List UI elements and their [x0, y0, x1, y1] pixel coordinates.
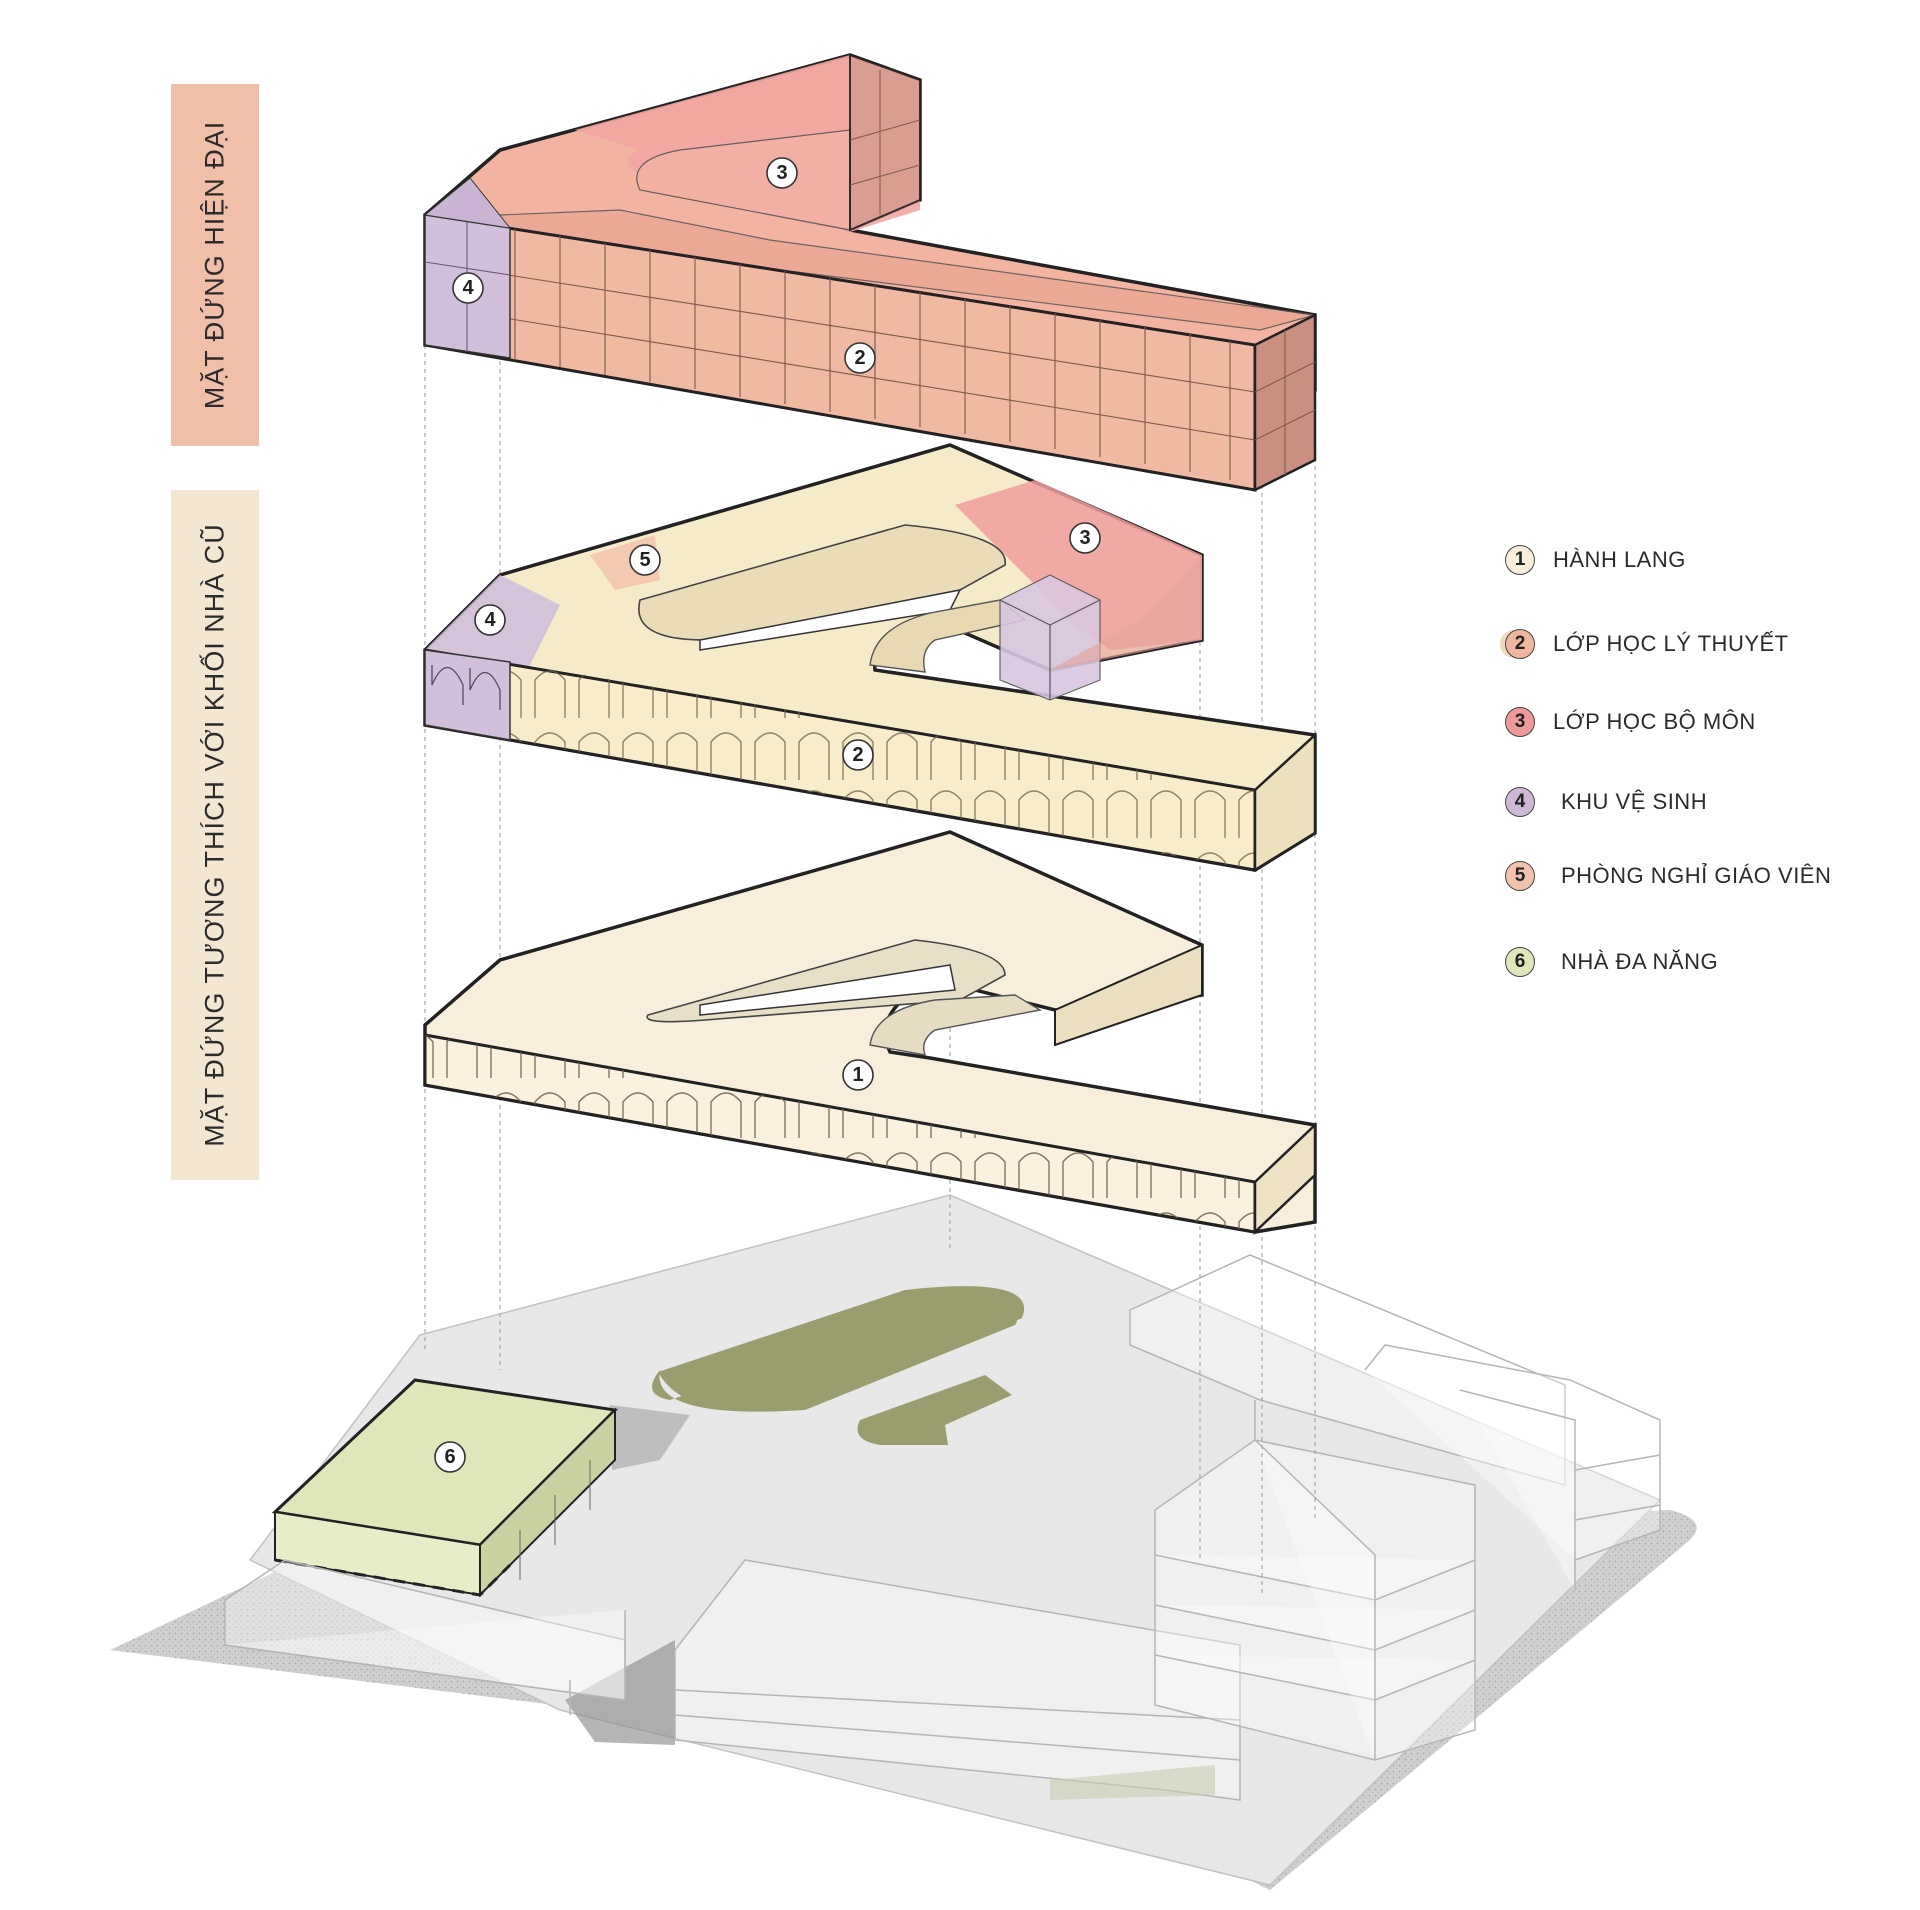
legend-label: LỚP HỌC LÝ THUYẾT	[1553, 631, 1789, 656]
modern-facade-band: MẶT ĐỨNG HIỆN ĐẠI	[171, 84, 259, 446]
grass-area-small	[857, 1375, 1012, 1445]
legend-item-multipurpose-hall: 6 NHÀ ĐA NĂNG	[1505, 942, 1718, 982]
modern-facade-label: MẶT ĐỨNG HIỆN ĐẠI	[199, 120, 230, 410]
marker-special-room-level2: 3	[1079, 527, 1090, 549]
level-modern: 4 3 2	[423, 53, 1317, 493]
marker-special-room-level3: 3	[776, 162, 787, 184]
legend-label: KHU VỆ SINH	[1561, 789, 1708, 814]
legend-item-toilet: 4 KHU VỆ SINH	[1505, 782, 1707, 822]
site-plan	[110, 1194, 1697, 1890]
marker-circle-multipurpose	[434, 1441, 466, 1473]
legend-badge: 3	[1505, 707, 1535, 737]
legend-item-theory-classroom: 2 LỚP HỌC LÝ THUYẾT	[1505, 624, 1789, 664]
existing-buildings	[224, 1254, 1661, 1801]
marker-teacher-lounge: 5	[639, 549, 650, 571]
legend-badge: 2	[1505, 629, 1535, 659]
road-strip	[565, 1640, 675, 1745]
legend-badge: 6	[1505, 947, 1535, 977]
legend-label: LỚP HỌC BỘ MÔN	[1553, 709, 1756, 734]
legend-badge: 4	[1505, 787, 1535, 817]
small-green-patch	[1050, 1765, 1215, 1800]
marker-toilet-level3: 4	[462, 277, 474, 299]
legend-label: NHÀ ĐA NĂNG	[1561, 949, 1719, 974]
marker-multipurpose: 6	[444, 1446, 455, 1468]
legend-badge: 5	[1505, 861, 1535, 891]
compatible-facade-label: MẶT ĐỨNG TƯƠNG THÍCH VỚI KHỐI NHÀ CŨ	[199, 523, 230, 1147]
legend-badge: 1	[1505, 545, 1535, 575]
marker-classroom-level3: 2	[854, 347, 865, 369]
legend-label: HÀNH LANG	[1553, 547, 1686, 572]
grass-area-main	[658, 1286, 1025, 1411]
marker-classroom-level2: 2	[852, 744, 863, 766]
marker-toilet-level2: 4	[484, 609, 496, 631]
compatible-facade-band: MẶT ĐỨNG TƯƠNG THÍCH VỚI KHỐI NHÀ CŨ	[171, 490, 259, 1180]
hall-shadow	[610, 1405, 690, 1470]
legend-item-corridor: 1 HÀNH LANG	[1505, 540, 1686, 580]
legend-item-teacher-lounge: 5 PHÒNG NGHỈ GIÁO VIÊN	[1505, 856, 1831, 896]
legend-label: PHÒNG NGHỈ GIÁO VIÊN	[1561, 863, 1832, 888]
level-compatible: 5 4 3 2	[423, 443, 1317, 873]
legend-item-special-classroom: 3 LỚP HỌC BỘ MÔN	[1505, 702, 1756, 742]
marker-corridor: 1	[852, 1064, 863, 1086]
level-corridor: 1	[423, 830, 1317, 1235]
